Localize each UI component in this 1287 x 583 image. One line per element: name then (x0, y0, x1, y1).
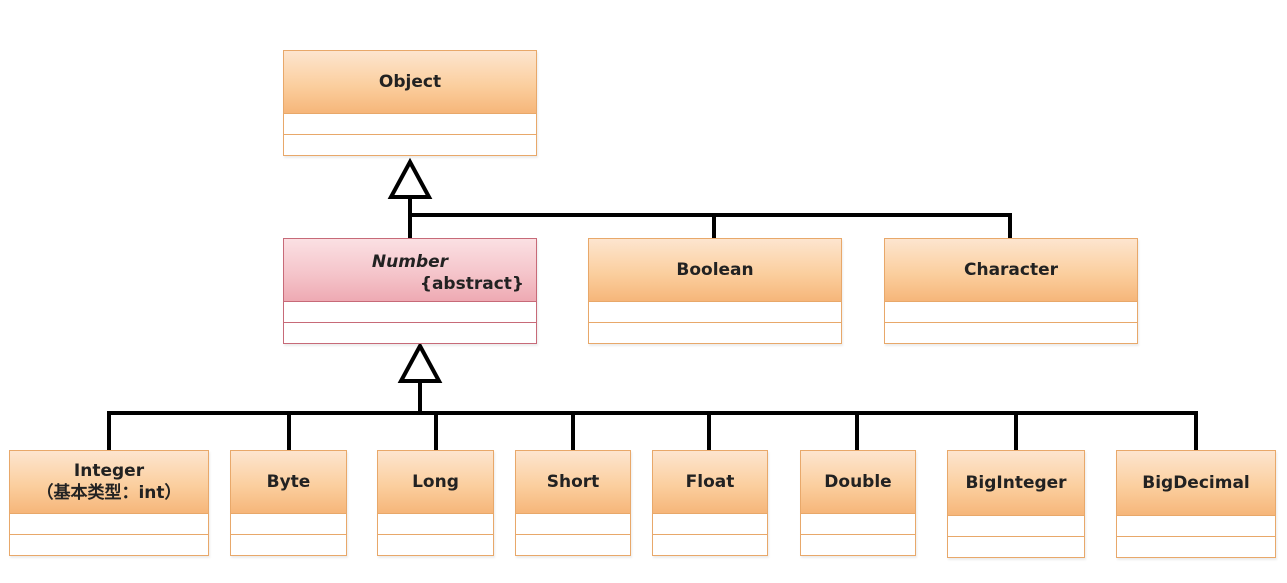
class-name: Integer (73, 461, 145, 481)
operations-compartment (284, 323, 536, 343)
attributes-compartment (516, 514, 630, 535)
class-name-compartment: BigInteger (948, 451, 1084, 516)
operations-compartment (516, 535, 630, 555)
class-name-compartment: BigDecimal (1117, 451, 1275, 516)
class-byte[interactable]: Byte (230, 450, 347, 556)
operations-compartment (284, 135, 536, 155)
class-name-compartment: Float (653, 451, 767, 514)
class-name: Float (685, 472, 735, 492)
class-biginteger[interactable]: BigInteger (947, 450, 1085, 558)
class-name: Double (824, 472, 892, 492)
operations-compartment (885, 323, 1137, 343)
abstract-stereotype: {abstract} (419, 274, 524, 294)
class-subtitle: （基本类型：int） (36, 483, 182, 503)
operations-compartment (231, 535, 346, 555)
attributes-compartment (589, 302, 841, 323)
operations-compartment (653, 535, 767, 555)
attributes-compartment (948, 516, 1084, 537)
class-bigdecimal[interactable]: BigDecimal (1116, 450, 1276, 558)
class-short[interactable]: Short (515, 450, 631, 556)
operations-compartment (10, 535, 208, 555)
class-name: Number (371, 252, 449, 272)
class-name: Byte (266, 472, 311, 492)
class-name-compartment: Character (885, 239, 1137, 302)
operations-compartment (378, 535, 493, 555)
operations-compartment (1117, 537, 1275, 557)
class-integer[interactable]: Integer （基本类型：int） (9, 450, 209, 556)
class-name-compartment: Long (378, 451, 493, 514)
class-name: Short (546, 472, 600, 492)
class-name: Boolean (676, 260, 754, 280)
attributes-compartment (231, 514, 346, 535)
class-name: BigInteger (965, 473, 1067, 493)
class-boolean[interactable]: Boolean (588, 238, 842, 344)
class-name-compartment: Double (801, 451, 915, 514)
operations-compartment (801, 535, 915, 555)
class-name-compartment: Byte (231, 451, 346, 514)
class-name: BigDecimal (1142, 473, 1250, 493)
class-double[interactable]: Double (800, 450, 916, 556)
class-name: Character (963, 260, 1059, 280)
number-inheritance-arrowhead (397, 341, 443, 383)
attributes-compartment (653, 514, 767, 535)
class-name-compartment: Object (284, 51, 536, 114)
attributes-compartment (801, 514, 915, 535)
attributes-compartment (885, 302, 1137, 323)
class-name-compartment: Number {abstract} (284, 239, 536, 302)
operations-compartment (948, 537, 1084, 557)
class-name-compartment: Integer （基本类型：int） (10, 451, 208, 514)
attributes-compartment (284, 114, 536, 135)
class-number[interactable]: Number {abstract} (283, 238, 537, 344)
class-character[interactable]: Character (884, 238, 1138, 344)
class-name: Object (378, 72, 442, 92)
class-long[interactable]: Long (377, 450, 494, 556)
attributes-compartment (378, 514, 493, 535)
attributes-compartment (10, 514, 208, 535)
class-float[interactable]: Float (652, 450, 768, 556)
operations-compartment (589, 323, 841, 343)
object-inheritance-arrowhead (387, 157, 433, 199)
class-name-compartment: Short (516, 451, 630, 514)
class-name: Long (412, 472, 459, 492)
class-name-compartment: Boolean (589, 239, 841, 302)
attributes-compartment (284, 302, 536, 323)
attributes-compartment (1117, 516, 1275, 537)
class-object[interactable]: Object (283, 50, 537, 156)
